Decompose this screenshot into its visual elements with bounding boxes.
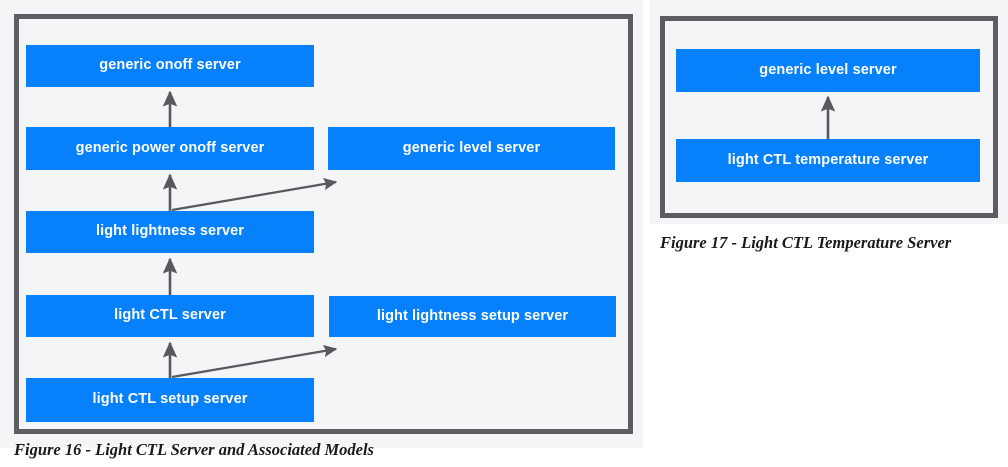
model-box-generic-level-server-2[interactable]: generic level server <box>676 49 980 92</box>
model-box-light-lightness-setup-server[interactable]: light lightness setup server <box>329 296 616 337</box>
figure-17-caption: Figure 17 - Light CTL Temperature Server <box>660 233 952 252</box>
model-box-generic-onoff-server[interactable]: generic onoff server <box>26 45 314 87</box>
model-box-light-ctl-server[interactable]: light CTL server <box>26 295 314 337</box>
model-box-light-lightness-server[interactable]: light lightness server <box>26 211 314 253</box>
model-box-light-ctl-setup-server[interactable]: light CTL setup server <box>26 378 314 422</box>
model-box-generic-level-server[interactable]: generic level server <box>328 127 615 170</box>
model-box-generic-power-onoff-server[interactable]: generic power onoff server <box>26 127 314 170</box>
figure-16-caption: Figure 16 - Light CTL Server and Associa… <box>14 440 374 459</box>
figure-17-frame <box>660 16 998 218</box>
model-box-light-ctl-temperature-server[interactable]: light CTL temperature server <box>676 139 980 182</box>
